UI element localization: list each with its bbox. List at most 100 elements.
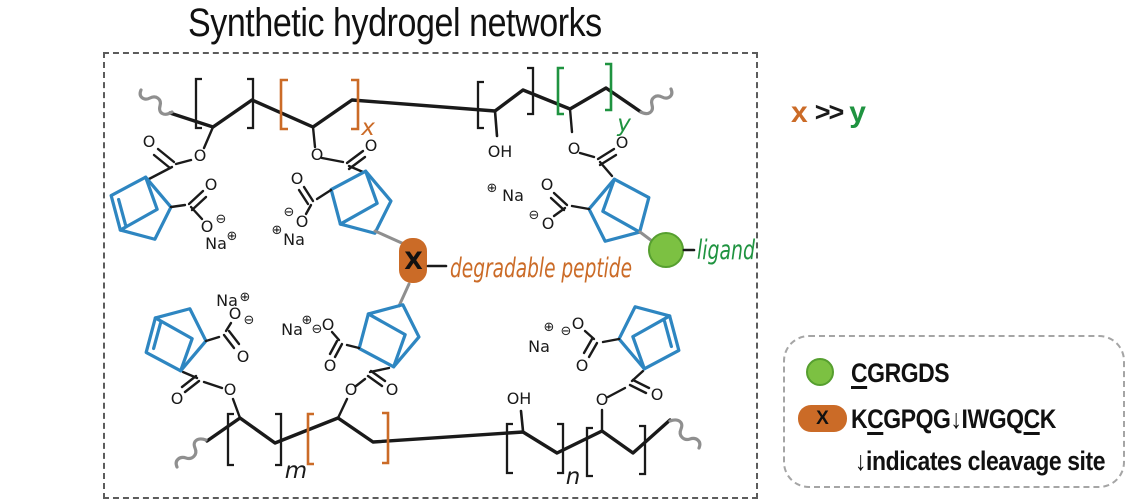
oxygen-label: O <box>143 132 156 151</box>
ester-linkage-bottom-left <box>180 370 242 420</box>
sodium-label: Na <box>281 320 303 339</box>
ester-linkage-bottom-middle <box>336 366 391 420</box>
subscript-y: y <box>616 111 631 137</box>
minus-charge: ⊖ <box>284 205 295 220</box>
ligand-sequence: GRGDS <box>867 358 950 388</box>
plus-charge: ⊕ <box>544 320 555 335</box>
norbornene-icon <box>357 303 421 369</box>
oxygen-label: O <box>171 389 184 408</box>
subscript-n: n <box>566 464 581 490</box>
cleavage-arrow: ↓ <box>855 446 867 476</box>
repeat-brackets-top-black-1 <box>194 77 255 130</box>
legend-row-ligand: CGRGDS <box>851 358 967 389</box>
carboxylate-top-left <box>169 189 208 221</box>
norbornene-icon <box>144 307 208 373</box>
peptide-seq-part: GPQG <box>883 404 951 434</box>
peptide-seq-part: K <box>1039 404 1057 434</box>
norbornene-icon <box>329 169 393 235</box>
minus-charge: ⊖ <box>216 212 227 227</box>
chain-end-squiggle-top-left <box>138 88 174 116</box>
crosslinker-marker <box>399 238 427 283</box>
legend-row-cleavage-note: ↓indicates cleavage site <box>855 446 1134 477</box>
oxygen-label: O <box>651 385 664 404</box>
carboxylate-bottom-middle <box>328 330 361 359</box>
repeat-brackets-top-orange-x <box>279 78 360 131</box>
bottom-polymer-chain <box>205 416 672 455</box>
main-dashed-box <box>103 52 758 499</box>
oxygen-label: O <box>205 175 218 194</box>
ester-linkage-top-left <box>147 125 215 181</box>
plus-charge: ⊕ <box>227 229 238 244</box>
oxygen-label: O <box>596 390 609 409</box>
subscript-x: x <box>360 115 375 141</box>
plus-charge: ⊕ <box>487 181 498 196</box>
ligand-connector <box>638 230 696 268</box>
chain-end-squiggle-bottom-right <box>668 418 702 450</box>
figure-title: Synthetic hydrogel networks <box>188 1 602 45</box>
oxygen-label: O <box>386 380 399 399</box>
repeat-brackets-top-black-2 <box>476 66 535 130</box>
repeat-brackets-bottom-black-m <box>226 412 283 467</box>
oxygen-label: O <box>291 169 304 188</box>
ester-linkage-top-right <box>568 107 618 178</box>
oxygen-label: O <box>201 217 214 236</box>
oxygen-label: O <box>311 145 324 164</box>
oxygen-label: O <box>296 212 309 231</box>
chain-end-squiggle-top-right <box>639 87 674 116</box>
ester-linkage-top-middle <box>311 125 367 174</box>
ligand-legend-swatch <box>806 358 834 386</box>
underlined-cysteine: C <box>851 358 868 388</box>
plus-charge: ⊕ <box>240 290 251 305</box>
oxygen-label: O <box>224 380 237 399</box>
oxygen-label: O <box>194 146 207 165</box>
hydroxyl-label: OH <box>507 389 532 408</box>
sodium-label: Na <box>205 234 227 253</box>
minus-charge: ⊖ <box>561 324 572 339</box>
crosslinker-x-label: X <box>404 247 423 275</box>
crosslinker-connector <box>373 229 448 308</box>
oxygen-label: O <box>237 347 250 366</box>
subscript-m: m <box>285 458 307 484</box>
peptide-seq-part: IWGQ <box>961 404 1024 434</box>
repeat-brackets-bottom-orange <box>306 411 390 466</box>
ester-linkage-bottom-right <box>600 369 651 433</box>
oxygen-label: O <box>542 214 555 233</box>
underlined-cysteine: C <box>1023 404 1041 434</box>
repeat-brackets-bottom-black-n <box>505 422 565 475</box>
oxygen-label: O <box>616 133 629 152</box>
sodium-label: Na <box>216 291 238 310</box>
x-symbol: x <box>791 96 808 129</box>
plus-charge: ⊕ <box>272 223 283 238</box>
legend-box: CGRGDS X KCGPQG↓IWGQCK ↓indicates cleava… <box>783 335 1125 488</box>
underlined-cysteine: C <box>867 404 884 434</box>
much-greater-than-symbol: >> <box>814 97 845 127</box>
carboxylate-bottom-right <box>582 329 621 359</box>
ligand-marker <box>648 232 684 268</box>
carboxylate-top-middle <box>297 185 333 216</box>
cleavage-arrow: ↓ <box>950 404 962 434</box>
peptide-seq-part: K <box>851 404 868 434</box>
repeat-brackets-top-green-y <box>556 62 613 116</box>
minus-charge: ⊖ <box>244 313 255 328</box>
minus-charge: ⊖ <box>529 208 540 223</box>
oxygen-label: O <box>322 315 335 334</box>
hydroxyl-bottom <box>519 409 525 433</box>
oxygen-label: O <box>345 380 358 399</box>
norbornene-icon <box>617 305 681 371</box>
sodium-label: Na <box>283 230 305 249</box>
oxygen-label: O <box>572 314 585 333</box>
norbornene-icon <box>109 175 173 241</box>
chain-end-squiggle-bottom-left <box>174 437 208 469</box>
y-symbol: y <box>849 96 866 129</box>
top-polymer-chain <box>168 86 643 129</box>
carboxylate-top-right <box>549 191 591 218</box>
ligand-label: ligand <box>697 235 756 266</box>
repeat-brackets-bottom-black-3 <box>585 424 647 478</box>
hydroxyl-top <box>493 109 499 138</box>
crosslinker-legend-swatch: X <box>798 405 847 432</box>
oxygen-label: O <box>541 175 554 194</box>
sodium-label: Na <box>502 186 524 205</box>
plus-charge: ⊕ <box>302 313 313 328</box>
